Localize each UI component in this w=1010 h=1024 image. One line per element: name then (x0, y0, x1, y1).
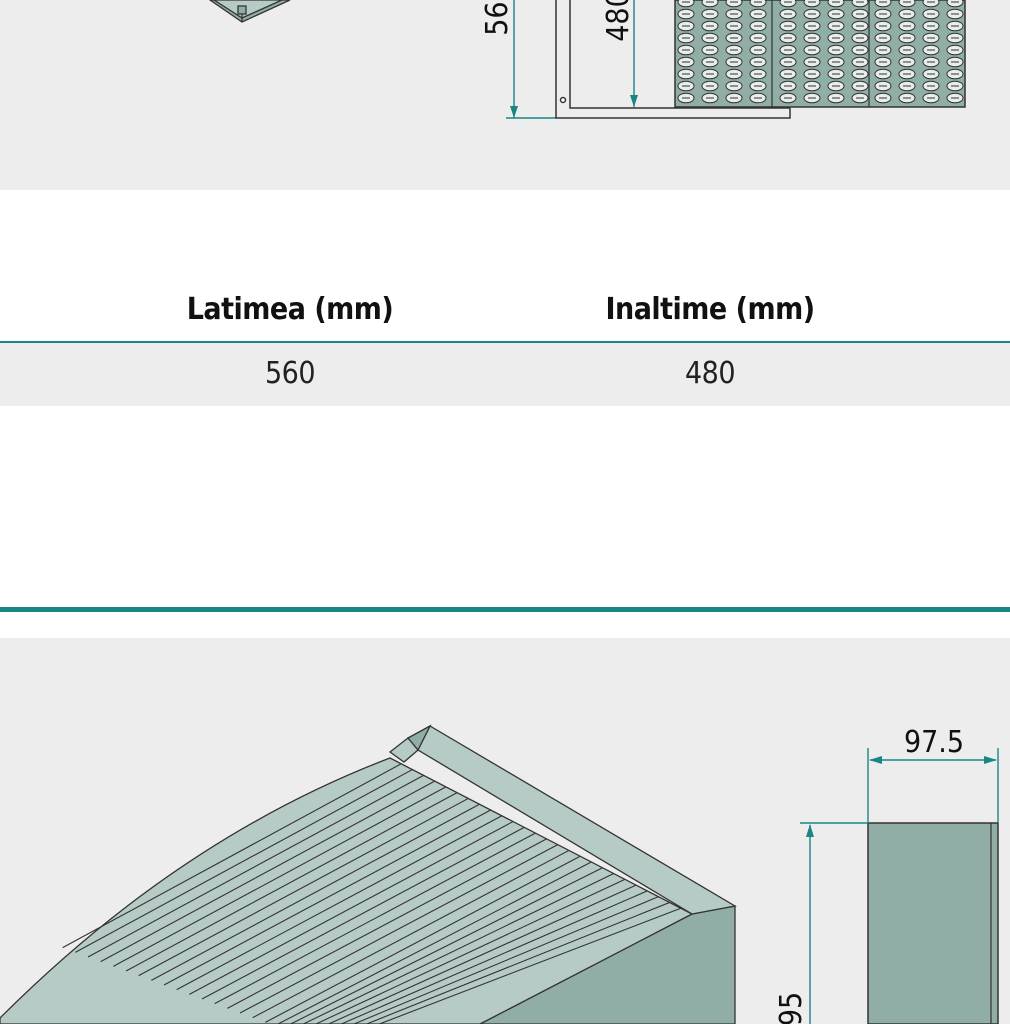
ramp-slat (214, 832, 536, 1005)
ramp-slat (176, 815, 503, 991)
dim-480-label: 480 (601, 0, 636, 42)
grating-hole (749, 0, 767, 8)
ramp-slat (201, 826, 525, 1000)
perforated-grating (674, 0, 966, 108)
ramp-slat (189, 821, 514, 995)
grating-hole (922, 0, 940, 8)
ramp-slat (125, 792, 458, 972)
grating-hole (851, 0, 869, 8)
ramp-slat (163, 809, 491, 986)
grating-hole (874, 0, 892, 8)
ramp-slat (379, 907, 682, 1024)
ramp-slat (341, 890, 648, 1024)
grating-hole (898, 0, 916, 8)
ramp-slat (100, 780, 436, 963)
ramp-drawing: 97.5 95 (0, 724, 999, 1024)
header-width: Latimea (mm) (186, 292, 394, 327)
ramp-side-profile (867, 822, 999, 1024)
dim-97-5-label: 97.5 (904, 725, 964, 760)
grating-hole (803, 0, 821, 8)
cell-width-value: 560 (264, 356, 316, 391)
ramp-slat (366, 901, 670, 1024)
ramp-slat (290, 867, 603, 1024)
dimension-480: 480 (601, 0, 638, 107)
bottom-drawing-panel: 97.5 95 (0, 638, 1010, 1024)
table-header: Latimea (mm) Inaltime (mm) (0, 280, 1010, 343)
ramp-slat (113, 786, 447, 967)
ramp-slat (303, 873, 614, 1024)
ramp-slat (353, 896, 659, 1024)
grating-hole (701, 0, 719, 8)
ramp-slat (252, 849, 570, 1019)
ramp-slat (75, 769, 413, 953)
ramp-slat (151, 803, 480, 981)
dimension-97-5: 97.5 (867, 725, 999, 823)
ramp-slat (315, 878, 626, 1024)
header-height: Inaltime (mm) (605, 292, 815, 327)
frame-outline (555, 0, 791, 119)
ramp-slat (239, 844, 559, 1014)
isometric-part-fragment (208, 0, 291, 23)
grating-hole (779, 0, 797, 8)
ramp-slat (277, 861, 592, 1024)
top-drawing-panel: 560 480 (0, 0, 1010, 190)
grating-hole (677, 0, 695, 8)
cell-height-value: 480 (684, 356, 736, 391)
ramp-slat (87, 774, 424, 958)
ramp-slat (328, 884, 637, 1024)
ramp-slat (138, 797, 469, 977)
grating-hole (946, 0, 964, 8)
ramp-slat (265, 855, 581, 1023)
ramp-slat (227, 838, 547, 1009)
ramp-slat (62, 763, 402, 949)
ramp-isometric (0, 724, 737, 1024)
grating-hole (725, 0, 743, 8)
dim-95-label: 95 (774, 992, 809, 1024)
dimension-560: 560 (480, 0, 556, 119)
table-row: 560 480 (0, 343, 1010, 406)
grating-drawing: 560 480 (208, 0, 966, 119)
dimensions-table: Latimea (mm) Inaltime (mm) 560 480 (0, 280, 1010, 406)
section-divider (0, 607, 1010, 612)
dim-560-label: 560 (480, 0, 515, 36)
grating-hole (827, 0, 845, 8)
dimension-95: 95 (774, 822, 868, 1024)
